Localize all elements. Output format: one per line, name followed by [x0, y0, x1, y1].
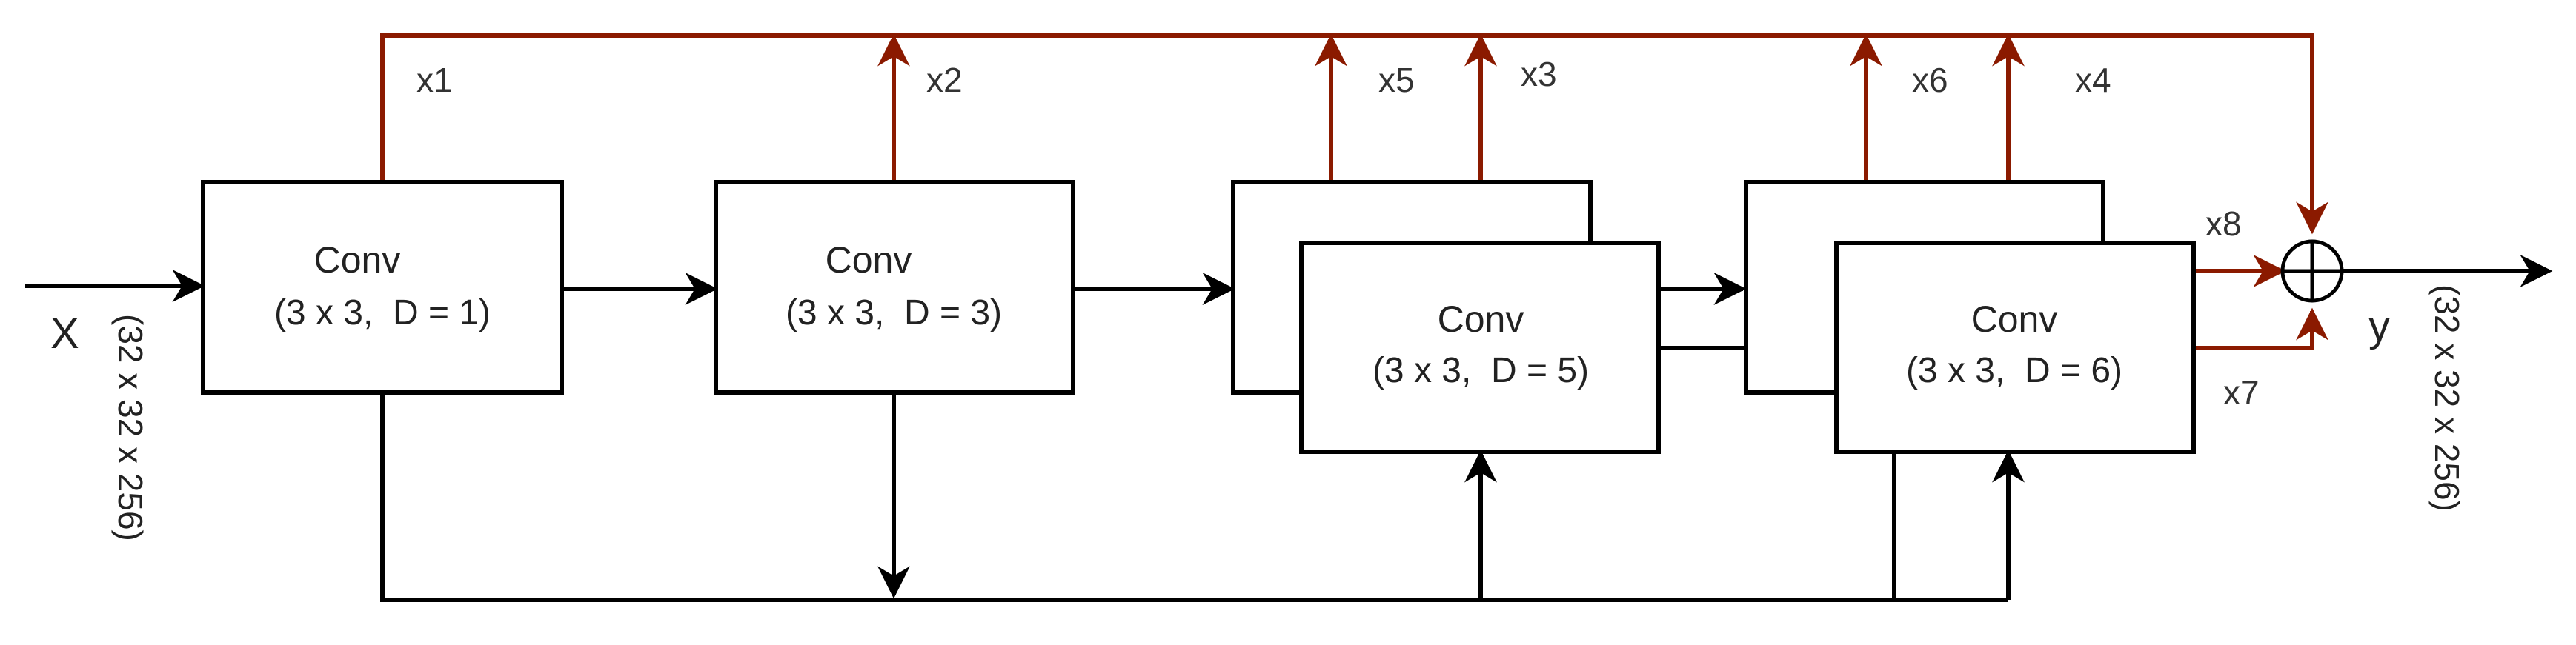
input-label: X	[50, 310, 79, 358]
conv-block-4-box	[1834, 241, 2196, 454]
label-x6: x6	[1912, 61, 1948, 99]
label-x3: x3	[1521, 55, 1557, 93]
conv-block-2-box	[714, 180, 1075, 395]
input-dimensions: (32 x 32 x 256)	[111, 314, 150, 541]
conv-block-3-box	[1299, 241, 1661, 454]
label-x5: x5	[1378, 61, 1415, 99]
conv-block-3: Conv (3 x 3, D = 5)	[1231, 180, 1661, 454]
conv-block-1-params: (3 x 3, D = 1)	[274, 293, 491, 332]
conv-block-1: Conv (3 x 3, D = 1)	[201, 180, 564, 395]
conv-block-2: Conv (3 x 3, D = 3)	[714, 180, 1075, 395]
branch-x7-path	[2194, 307, 2328, 350]
conv-block-1-title: Conv	[314, 239, 401, 281]
label-x2: x2	[926, 61, 963, 99]
label-x1: x1	[416, 61, 453, 99]
conv-block-2-title: Conv	[826, 239, 912, 281]
branch-x1-path	[380, 33, 2328, 235]
conv-block-3-params: (3 x 3, D = 5)	[1372, 351, 1589, 390]
label-x4: x4	[2075, 61, 2111, 99]
branch-labels: x1 x2 x3 x4 x5 x6 x7 x8	[416, 55, 2260, 412]
conv-block-3-title: Conv	[1438, 298, 1524, 340]
label-x8: x8	[2205, 204, 2242, 243]
circled-plus-icon	[2280, 239, 2344, 303]
conv-block-2-params: (3 x 3, D = 3)	[786, 293, 1002, 332]
conv-block-4-params: (3 x 3, D = 6)	[1906, 351, 2122, 390]
output-dimensions: (32 x 32 x 256)	[2428, 284, 2466, 512]
conv-block-4-title: Conv	[1971, 298, 2058, 340]
label-x7: x7	[2223, 373, 2260, 412]
output-label: y	[2368, 302, 2390, 350]
conv-block-1-box	[201, 180, 564, 395]
conv-block-4: Conv (3 x 3, D = 6)	[1744, 180, 2196, 454]
bottom-bus	[380, 392, 2008, 602]
